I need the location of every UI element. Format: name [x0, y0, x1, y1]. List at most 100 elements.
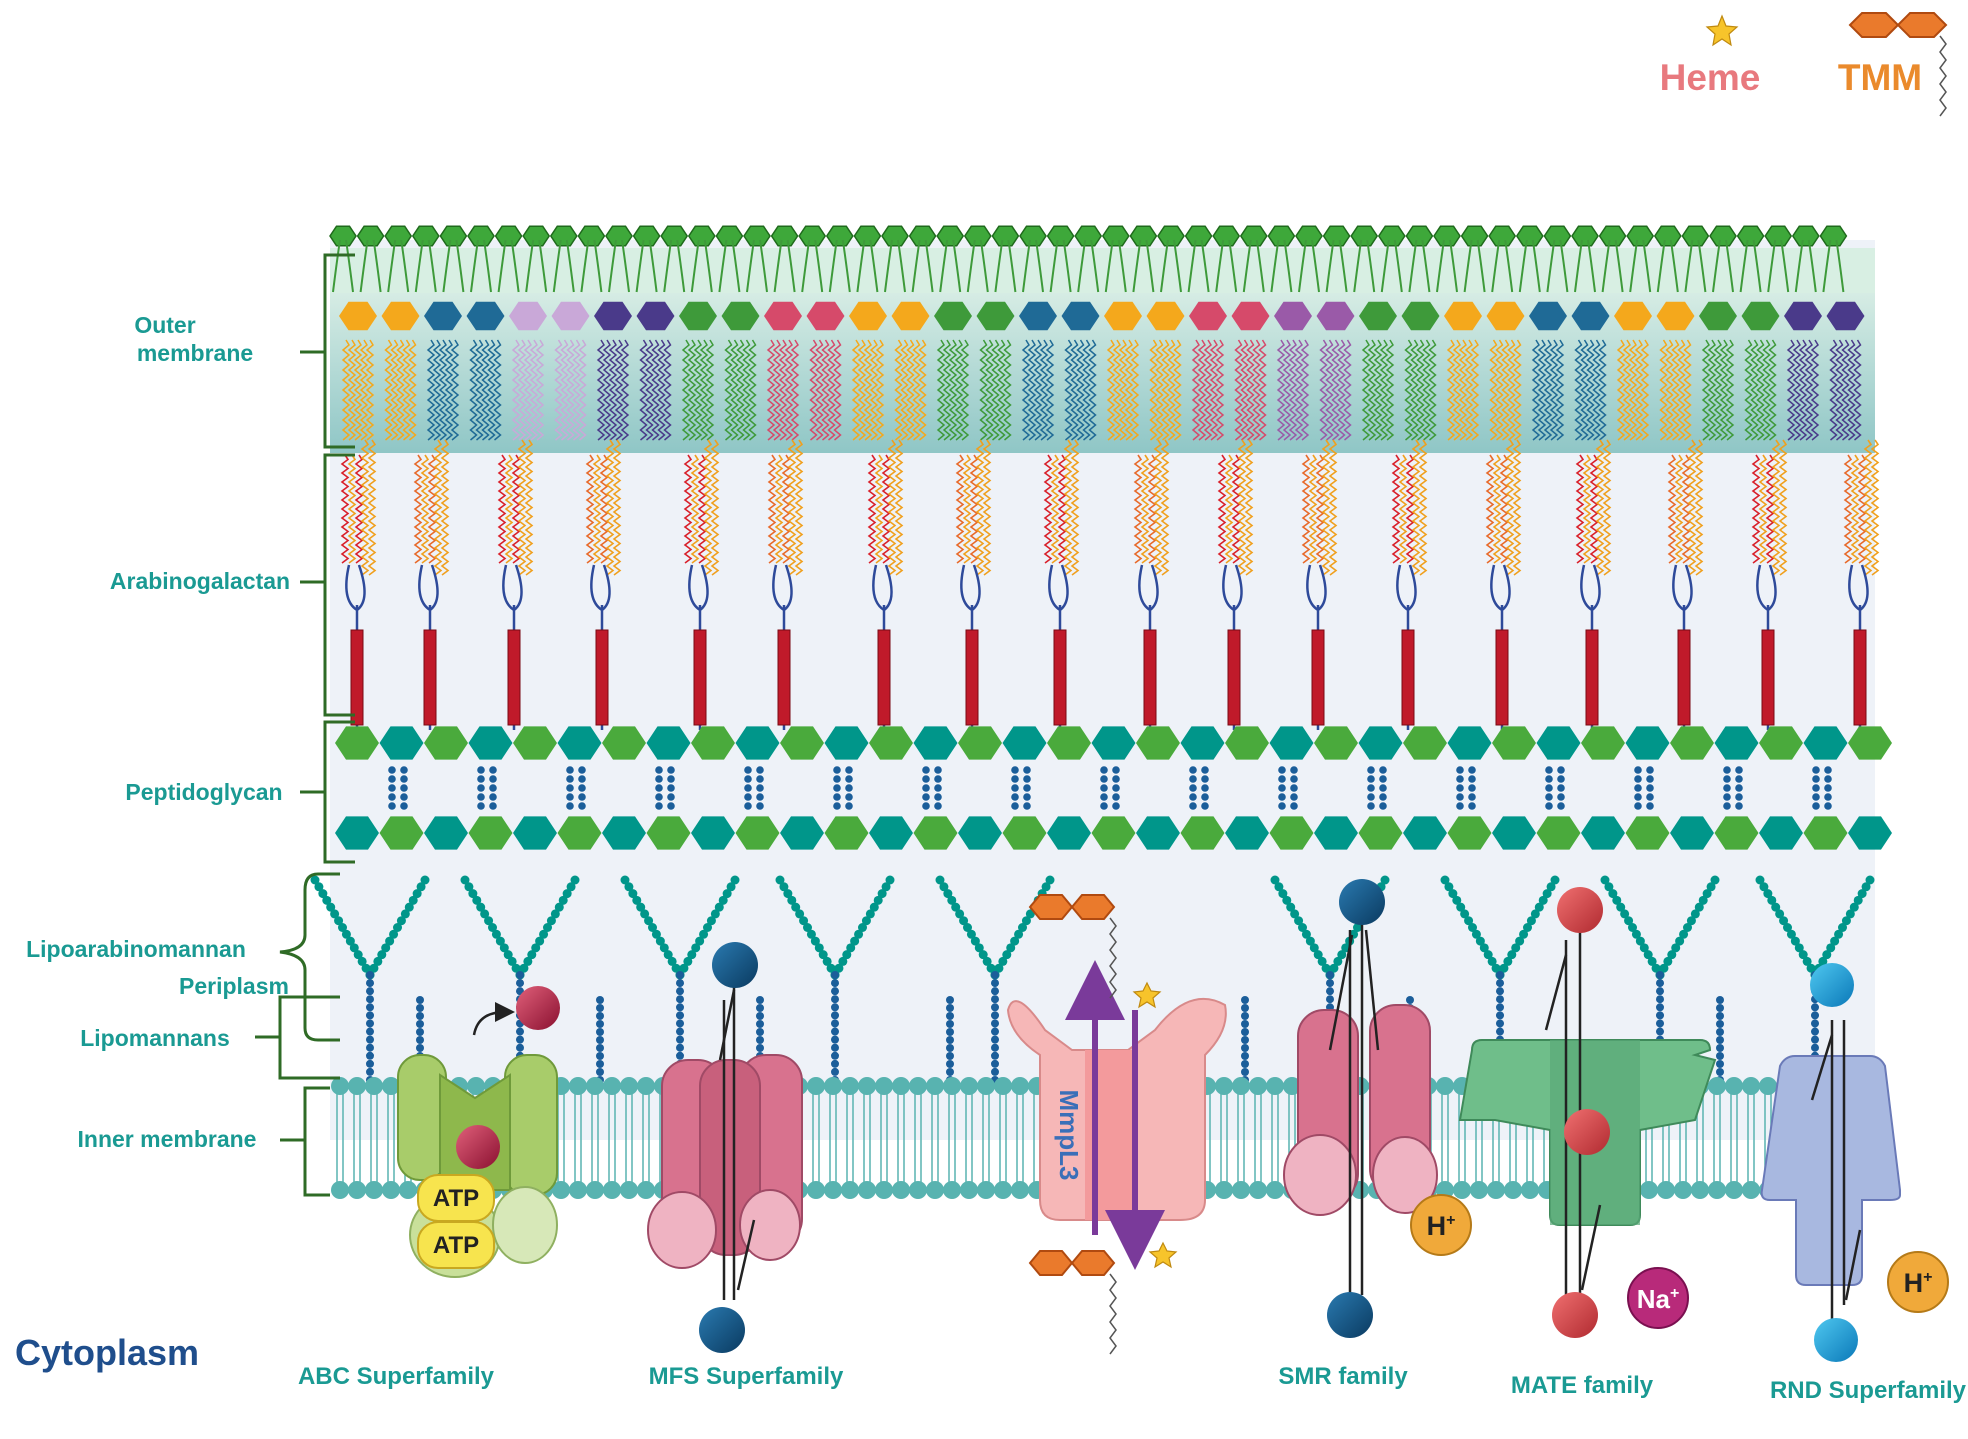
bracket-inner-membrane [303, 1086, 330, 1197]
substrate-ball [699, 1307, 745, 1353]
lipid-head-hexagon [1764, 225, 1793, 247]
heme-legend-label: Heme [1660, 57, 1761, 98]
glycolipid-hexagon [764, 301, 802, 331]
peptidoglycan-hexagon [780, 726, 824, 760]
lipid-head-hexagon [329, 225, 357, 247]
arabinogalactan-label: Arabinogalactan [110, 568, 290, 594]
glycolipid-hexagon [1189, 301, 1227, 331]
lipid-head-hexagon [770, 225, 799, 247]
peptidoglycan-hexagon [824, 726, 869, 760]
bracket-lipoarabinomannan [279, 872, 340, 1042]
peptidoglycan-hexagon [1047, 726, 1091, 760]
glycolipid-hexagon [381, 301, 420, 331]
peptidoglycan-hexagon [1536, 726, 1581, 760]
arabinogalactan-strand [585, 439, 622, 730]
peptidoglycan-hexagon [1625, 726, 1670, 760]
peptidoglycan-hexagon [1180, 816, 1225, 850]
rnd-ion-label: H+ [1904, 1268, 1933, 1298]
lipid-head-hexagon [1791, 225, 1820, 247]
lipomannans-label: Lipomannans [80, 1025, 230, 1051]
peptidoglycan-hexagon [1403, 726, 1447, 760]
glycolipid-hexagon [1444, 301, 1482, 331]
peptidoglycan-hexagon [1714, 726, 1759, 760]
lipid-head-hexagon [605, 225, 633, 247]
lipoarabinomannan-layer [310, 875, 1875, 1084]
lipid-head-hexagon [494, 225, 523, 247]
proton-icon [1887, 1251, 1949, 1313]
atp-badge-2 [417, 1221, 495, 1269]
lipid-head-hexagon [1709, 225, 1737, 247]
peptidoglycan-hexagon [1625, 816, 1670, 850]
mfs-label: MFS Superfamily [649, 1363, 844, 1390]
heme-legend-star-icon [1705, 14, 1739, 47]
arabinogalactan-strand [1217, 439, 1254, 730]
legend: Heme TMM [1660, 12, 1948, 117]
lipid-head-hexagon [356, 225, 385, 247]
peptidoglycan-hexagon [1581, 816, 1625, 850]
arabinogalactan-layer [340, 439, 1880, 730]
lipid-head-hexagon [1488, 225, 1517, 247]
lipid-head-hexagon [1157, 225, 1185, 247]
lipid-head-hexagon [1543, 225, 1572, 247]
peptidoglycan-hexagon [1136, 816, 1180, 850]
peptidoglycan-hexagon [1358, 726, 1403, 760]
peptidoglycan-hexagon [1403, 816, 1447, 850]
lipid-head-hexagon [715, 225, 744, 247]
lipid-head-hexagon [1046, 225, 1075, 247]
glycolipid-hexagon [891, 301, 930, 331]
lipid-head-hexagon [660, 225, 689, 247]
glycolipid-hexagon [1274, 301, 1312, 331]
lipid-head-hexagon [1239, 225, 1268, 247]
glycolipid-hexagon [1401, 301, 1440, 331]
peptidoglycan-hexagon [1314, 816, 1358, 850]
lipid-head-hexagon [467, 225, 495, 247]
cytoplasm-label: Cytoplasm [15, 1332, 199, 1373]
lipid-head-hexagon [1626, 225, 1655, 247]
lipid-head-hexagon [1598, 225, 1627, 247]
arabinogalactan-strand [767, 439, 804, 730]
peptidoglycan-hexagon [1759, 816, 1803, 850]
glycolipid-hexagon [424, 301, 462, 331]
mycolic-acid-chains [341, 339, 1862, 441]
peptidoglycan-hexagon [691, 816, 735, 850]
arabinogalactan-strand [1133, 439, 1170, 730]
arabinogalactan-strand [955, 439, 992, 730]
substrate-ball [1814, 1318, 1858, 1362]
glycolipid-hexagon [509, 301, 547, 331]
substrate-ball [516, 986, 560, 1030]
glycolipid-hexagon [849, 301, 887, 331]
lipid-head-hexagon [384, 225, 413, 247]
tmm-legend-label: TMM [1838, 57, 1922, 98]
lipid-head-hexagon [1019, 225, 1047, 247]
arabinogalactan-strand [683, 439, 720, 730]
lipid-head-hexagon [1377, 225, 1406, 247]
lipid-head-hexagon [1295, 225, 1323, 247]
lipid-head-hexagon [881, 225, 909, 247]
peptidoglycan-hexagon [646, 816, 691, 850]
peptidoglycan-hexagon [735, 726, 780, 760]
peptidoglycan-hexagon [646, 726, 691, 760]
lipid-head-hexagon [687, 225, 716, 247]
peptidoglycan-hexagon [958, 726, 1002, 760]
lipid-head-hexagon [1515, 225, 1544, 247]
peptidoglycan-hexagon [913, 726, 958, 760]
peptidoglycan-hexagon [1047, 816, 1091, 850]
lipid-head-hexagon [1433, 225, 1461, 247]
lipid-head-hexagon [522, 225, 551, 247]
lipid-head-hexagon [936, 225, 965, 247]
peptidoglycan-hexagon [1670, 816, 1714, 850]
peptidoglycan-hexagon [335, 816, 379, 850]
lipid-head-hexagon [853, 225, 882, 247]
peptidoglycan-hexagon [1536, 816, 1581, 850]
substrate-ball [1327, 1292, 1373, 1338]
glycolipid-hexagon [1104, 301, 1142, 331]
peptidoglycan-hexagon [1848, 726, 1892, 760]
peptidoglycan-label: Peptidoglycan [125, 779, 282, 805]
peptidoglycan-hexagon [824, 816, 869, 850]
abc-label: ABC Superfamily [298, 1363, 495, 1390]
peptidoglycan-hexagon [335, 726, 379, 760]
peptidoglycan-hexagon [1136, 726, 1180, 760]
peptidoglycan-hexagon [424, 816, 468, 850]
smr-label: SMR family [1278, 1363, 1408, 1390]
